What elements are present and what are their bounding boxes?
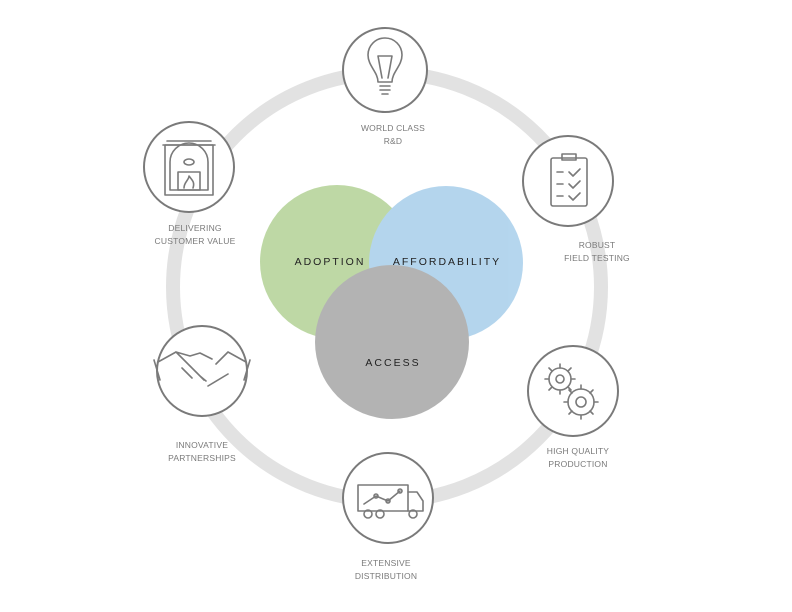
- venn-label-adoption: ADOPTION: [294, 256, 366, 268]
- pillar-label-distribution: EXTENSIVE DISTRIBUTION: [306, 557, 466, 583]
- pillar-circle-distribution: [342, 452, 434, 544]
- pillar-circle-testing: [522, 135, 614, 227]
- label-line: INNOVATIVE: [175, 440, 229, 450]
- venn-label-affordability: AFFORDABILITY: [392, 256, 502, 268]
- gears-icon: [544, 363, 599, 420]
- label-line: R&D: [383, 136, 403, 146]
- label-line: DELIVERING: [168, 223, 222, 233]
- truck-icon: [357, 484, 424, 519]
- label-line: PRODUCTION: [548, 459, 608, 469]
- label-line: DISTRIBUTION: [354, 571, 418, 581]
- lightbulb-icon: [367, 37, 403, 95]
- pillar-label-partnerships: INNOVATIVE PARTNERSHIPS: [122, 439, 282, 465]
- label-line: EXTENSIVE: [361, 558, 411, 568]
- label-line: CUSTOMER VALUE: [154, 236, 236, 246]
- pillar-circle-rd: [342, 27, 428, 113]
- label-line: PARTNERSHIPS: [168, 453, 236, 463]
- venn-access: [315, 265, 469, 419]
- venn-label-access: ACCESS: [365, 357, 421, 369]
- pillar-label-customer: DELIVERING CUSTOMER VALUE: [115, 222, 275, 248]
- pillar-circle-customer: [143, 121, 235, 213]
- stove-icon: [162, 140, 216, 196]
- pillar-label-rd: WORLD CLASS R&D: [313, 122, 473, 148]
- pillar-label-production: HIGH QUALITY PRODUCTION: [498, 445, 658, 471]
- pillar-label-testing: ROBUST FIELD TESTING: [517, 239, 677, 265]
- label-line: WORLD CLASS: [360, 123, 426, 133]
- label-line: HIGH QUALITY: [546, 446, 610, 456]
- checklist-icon: [550, 153, 588, 207]
- label-line: FIELD TESTING: [564, 253, 630, 263]
- label-line: ROBUST: [578, 240, 616, 250]
- pillar-circle-partnerships: [156, 325, 248, 417]
- handshake-icon: [153, 351, 251, 387]
